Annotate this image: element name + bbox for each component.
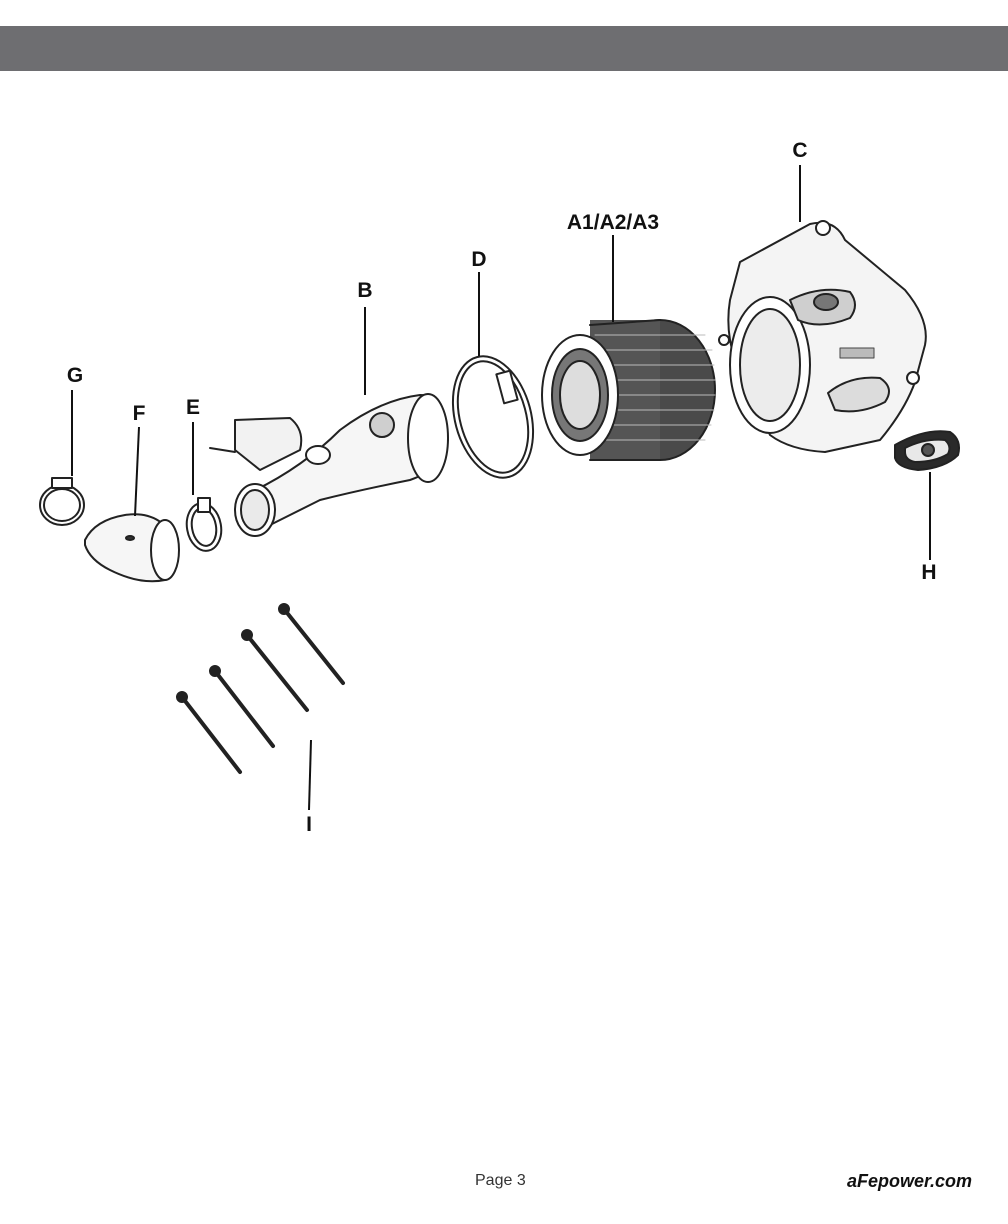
small-clamp [185, 497, 223, 552]
air-box-housing [718, 220, 927, 453]
label-part-a: A1/A2/A3 [567, 211, 659, 234]
air-filter [541, 319, 716, 461]
intake-tube [209, 393, 449, 537]
cable-ties [176, 603, 345, 774]
label-part-c: C [792, 139, 807, 162]
label-part-f: F [133, 402, 146, 425]
label-part-b: B [357, 279, 372, 302]
hose-clamp [39, 477, 85, 526]
label-part-e: E [186, 396, 200, 419]
website-link[interactable]: aFepower.com [846, 1171, 972, 1191]
cap-plug [894, 430, 960, 471]
label-part-h: H [921, 561, 936, 584]
elbow-coupler [84, 513, 180, 583]
label-part-d: D [471, 248, 486, 271]
clamp-ring [451, 355, 535, 479]
label-part-g: G [67, 364, 83, 387]
page-number: Page 3 [475, 1172, 526, 1189]
leader-lines [71, 165, 931, 811]
header-bar [0, 26, 1008, 71]
label-part-i: I [306, 813, 312, 836]
